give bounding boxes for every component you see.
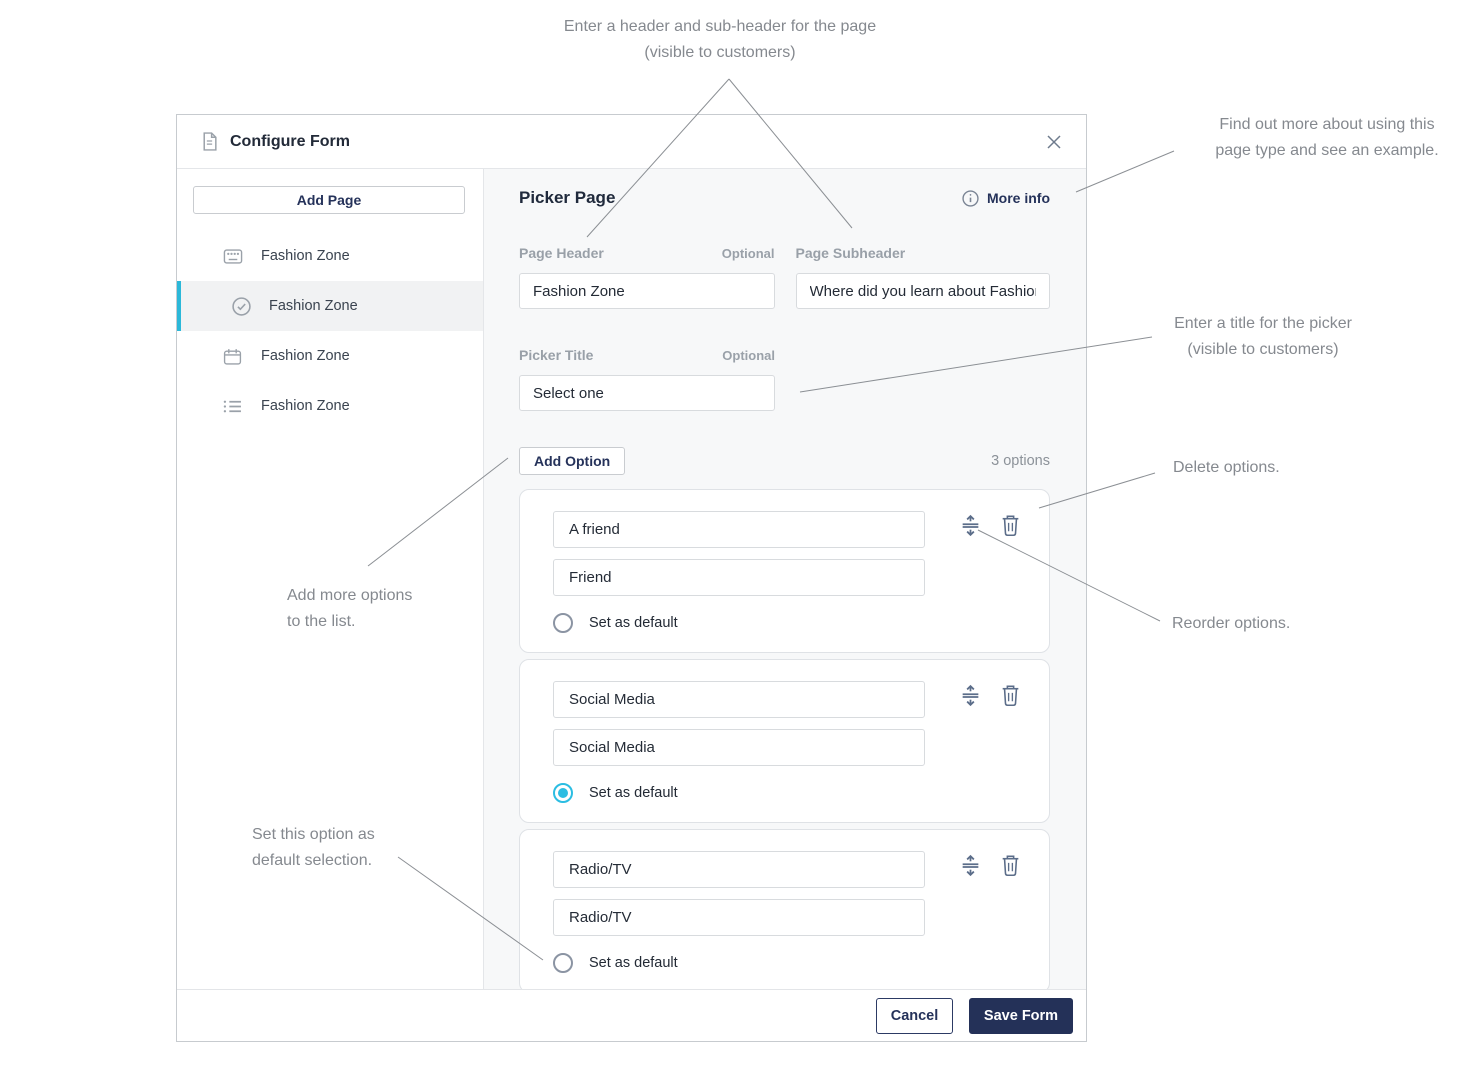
dialog-footer: Cancel Save Form <box>177 989 1086 1041</box>
page-header-input[interactable] <box>519 273 775 309</box>
radio-button[interactable] <box>553 613 573 633</box>
sidebar-item-page-3[interactable]: Fashion Zone <box>177 331 483 381</box>
annotation-more-info: Find out more about using this page type… <box>1180 112 1474 164</box>
sidebar-item-label: Fashion Zone <box>261 248 350 264</box>
keyboard-icon <box>223 249 247 264</box>
annotation-line: page type and see an example. <box>1180 138 1474 164</box>
optional-badge: Optional <box>722 348 775 363</box>
annotation-delete-options: Delete options. <box>1173 455 1280 481</box>
page-header-label: Page Header <box>519 245 604 261</box>
calendar-icon <box>223 348 247 365</box>
dialog-header: Configure Form <box>177 115 1086 169</box>
option-card-1: Set as default <box>519 489 1050 653</box>
add-page-button[interactable]: Add Page <box>193 186 465 214</box>
optional-badge: Optional <box>722 246 775 261</box>
set-default-radio-row[interactable]: Set as default <box>553 953 1016 973</box>
page-title: Picker Page <box>519 188 962 208</box>
info-icon <box>962 190 979 207</box>
reorder-icon[interactable] <box>959 514 982 537</box>
annotation-line: Enter a header and sub-header for the pa… <box>450 14 990 40</box>
page-subheader-input[interactable] <box>796 273 1051 309</box>
picker-title-input[interactable] <box>519 375 775 411</box>
annotation-line: (visible to customers) <box>450 40 990 66</box>
annotation-line: Find out more about using this <box>1180 112 1474 138</box>
set-default-radio-row[interactable]: Set as default <box>553 613 1016 633</box>
annotation-line: (visible to customers) <box>1130 337 1396 363</box>
dialog-title: Configure Form <box>230 133 1044 151</box>
option-card-3: Set as default <box>519 829 1050 989</box>
close-icon[interactable] <box>1044 132 1064 152</box>
list-icon <box>223 399 247 414</box>
annotation-line: Reorder options. <box>1172 611 1290 637</box>
more-info-label: More info <box>987 190 1050 206</box>
document-icon <box>201 132 218 151</box>
radio-button[interactable] <box>553 783 573 803</box>
configure-form-dialog: Configure Form Add Page Fashion Zon <box>176 114 1087 1042</box>
option-display-input[interactable] <box>553 729 925 766</box>
annotation-line: Add more options <box>287 583 412 609</box>
picker-title-label: Picker Title <box>519 347 593 363</box>
set-default-label: Set as default <box>589 785 678 801</box>
set-default-radio-row[interactable]: Set as default <box>553 783 1016 803</box>
set-default-label: Set as default <box>589 615 678 631</box>
sidebar-item-label: Fashion Zone <box>261 398 350 414</box>
annotation-line: Set this option as <box>252 822 375 848</box>
option-display-input[interactable] <box>553 899 925 936</box>
radio-button[interactable] <box>553 953 573 973</box>
sidebar-item-page-2[interactable]: Fashion Zone <box>177 281 483 331</box>
annotation-line: to the list. <box>287 609 412 635</box>
sidebar-item-label: Fashion Zone <box>269 298 358 314</box>
more-info-link[interactable]: More info <box>962 190 1050 207</box>
trash-icon[interactable] <box>1000 514 1021 537</box>
options-count: 3 options <box>991 453 1050 469</box>
picker-page-panel: Picker Page More info Page Header Option… <box>484 169 1086 989</box>
option-value-input[interactable] <box>553 511 925 548</box>
option-value-input[interactable] <box>553 851 925 888</box>
annotation-add-options: Add more options to the list. <box>287 583 412 635</box>
sidebar-item-label: Fashion Zone <box>261 348 350 364</box>
save-form-button[interactable]: Save Form <box>969 998 1073 1034</box>
trash-icon[interactable] <box>1000 854 1021 877</box>
annotation-picker-title: Enter a title for the picker (visible to… <box>1130 311 1396 363</box>
annotation-header-subheader: Enter a header and sub-header for the pa… <box>450 14 990 66</box>
reorder-icon[interactable] <box>959 854 982 877</box>
sidebar-item-page-4[interactable]: Fashion Zone <box>177 381 483 431</box>
annotation-line: default selection. <box>252 848 375 874</box>
option-display-input[interactable] <box>553 559 925 596</box>
annotation-line: Delete options. <box>1173 455 1280 481</box>
check-circle-icon <box>231 296 255 317</box>
annotation-set-default: Set this option as default selection. <box>252 822 375 874</box>
page-subheader-label: Page Subheader <box>796 245 906 261</box>
cancel-button[interactable]: Cancel <box>876 998 953 1034</box>
set-default-label: Set as default <box>589 955 678 971</box>
annotation-line: Enter a title for the picker <box>1130 311 1396 337</box>
sidebar-item-page-1[interactable]: Fashion Zone <box>177 231 483 281</box>
trash-icon[interactable] <box>1000 684 1021 707</box>
option-value-input[interactable] <box>553 681 925 718</box>
option-card-2: Set as default <box>519 659 1050 823</box>
annotation-reorder-options: Reorder options. <box>1172 611 1290 637</box>
add-option-button[interactable]: Add Option <box>519 447 625 475</box>
reorder-icon[interactable] <box>959 684 982 707</box>
